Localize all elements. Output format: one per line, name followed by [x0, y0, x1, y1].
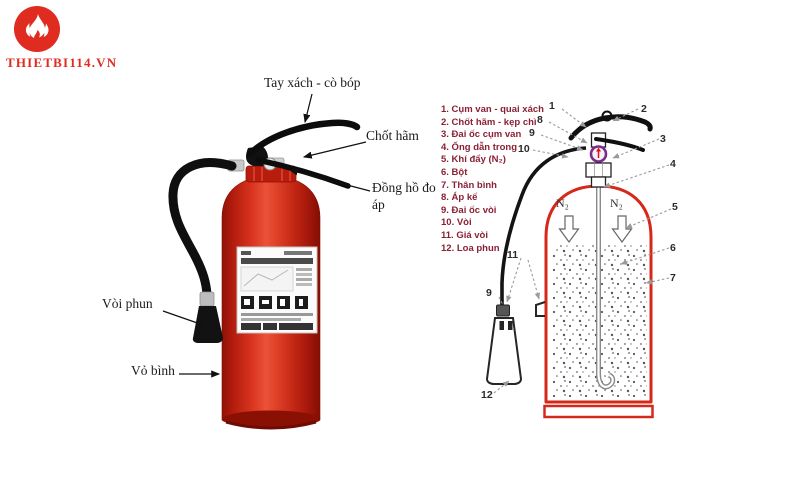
legend-item: 11. Giá vòi — [441, 229, 488, 241]
legend-item: 2. Chốt hãm - kẹp chì — [441, 116, 537, 128]
photo-nozzle — [192, 306, 223, 343]
diagram-bottle-base — [543, 404, 654, 419]
label-nozzle: Vòi phun — [102, 296, 153, 311]
callout-8: 8 — [537, 114, 543, 126]
callout-9-top: 9 — [529, 127, 535, 139]
callout-10: 10 — [518, 143, 530, 155]
legend-item: 6. Bột — [441, 166, 468, 178]
diagram-hose-holder — [535, 301, 546, 317]
diagram-horn — [485, 317, 523, 385]
gas-label-left: N₂ — [556, 196, 569, 210]
legend-item: 12. Loa phun — [441, 242, 500, 254]
diagram-valve — [585, 132, 612, 188]
label-safety-pin: Chốt hãm — [366, 128, 419, 143]
label-body: Vỏ bình — [131, 363, 175, 378]
callout-9-horn: 9 — [486, 287, 492, 299]
legend-item: 3. Đai ốc cụm van — [441, 129, 522, 141]
callout-6: 6 — [670, 242, 676, 254]
legend-item: 10. Vòi — [441, 217, 472, 229]
gas-arrows — [558, 215, 633, 244]
flame-icon — [25, 14, 49, 38]
legend-item: 5. Khí đẩy (N₂) — [441, 154, 506, 166]
label-gauge: Đồng hồ đo áp — [372, 180, 436, 212]
diagram-siphon-tube — [596, 185, 616, 390]
callout-4: 4 — [670, 158, 676, 170]
brand-logo[interactable] — [14, 6, 60, 52]
callout-7: 7 — [670, 272, 676, 284]
extinguisher-photo — [162, 93, 371, 430]
callout-5: 5 — [672, 201, 678, 213]
legend-item: 8. Áp kế — [441, 192, 478, 204]
callout-12: 12 — [481, 389, 493, 401]
extinguisher-diagram — [485, 108, 672, 419]
legend-item: 4. Ống dẫn trong — [441, 141, 517, 153]
legend-item: 1. Cụm van - quai xách — [441, 104, 544, 115]
diagram-legend: 1. Cụm van - quai xách 2. Chốt hãm - kẹp… — [441, 104, 551, 255]
gas-label-right: N₂ — [610, 196, 623, 210]
diagram-hose — [500, 146, 587, 305]
photo-collar — [245, 165, 297, 183]
diagram-leader-lines — [493, 108, 672, 394]
callout-2: 2 — [641, 103, 647, 115]
label-handle: Tay xách - cò bóp — [264, 75, 361, 90]
photo-hose — [168, 158, 237, 299]
callout-1: 1 — [549, 100, 555, 112]
photo-label-arrows — [162, 93, 371, 378]
diagram-hose-nut — [496, 304, 510, 317]
callout-3: 3 — [660, 133, 666, 145]
legend-item: 7. Thân bình — [441, 179, 497, 191]
legend-item: 9. Đai ốc vòi — [441, 204, 497, 216]
photo-nozzle-fitting — [199, 291, 215, 307]
brand-name: THIETBI114.VN — [6, 55, 118, 70]
diagram-levers — [568, 110, 653, 152]
callout-11: 11 — [507, 249, 519, 261]
photo-sticker — [236, 246, 318, 334]
